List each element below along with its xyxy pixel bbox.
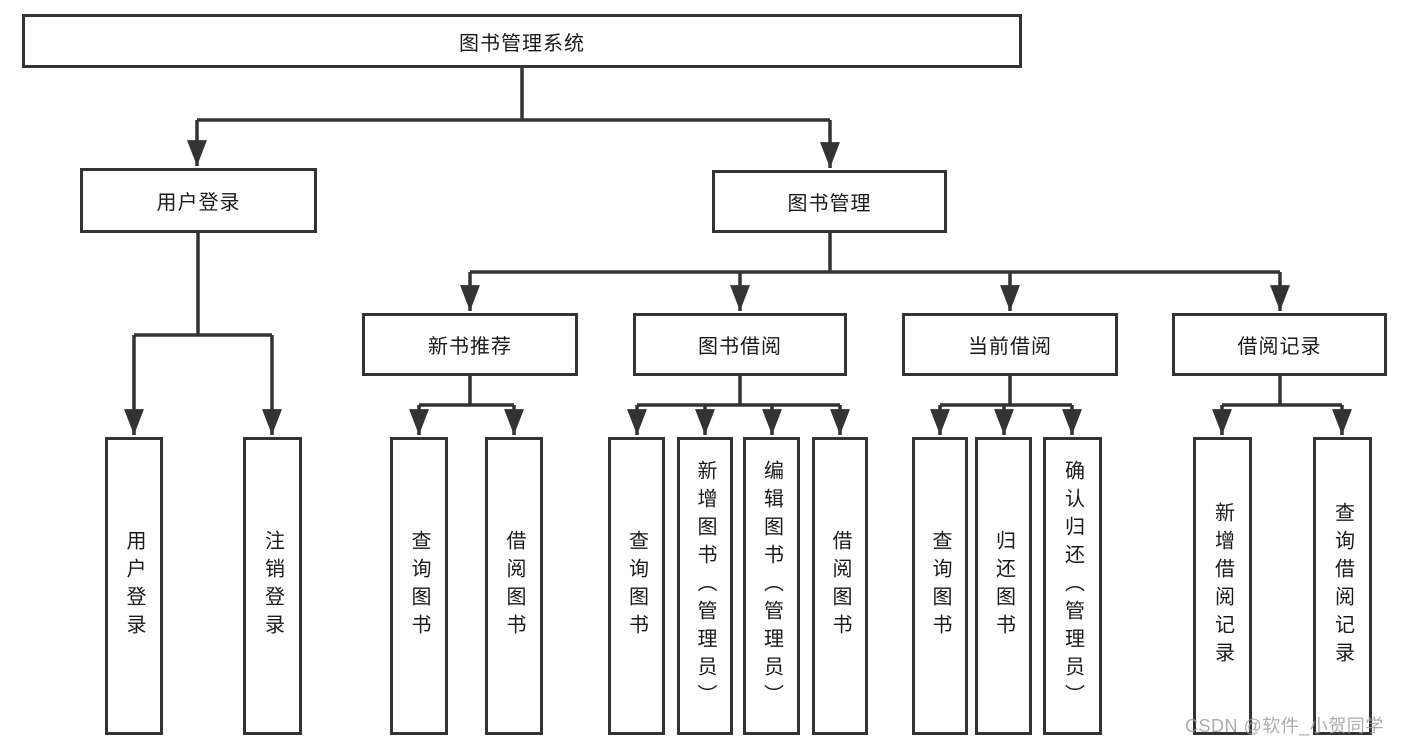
leaf-logout-label: 注销登录	[261, 530, 284, 642]
leaf-logout: 注销登录	[243, 437, 302, 735]
leaf-edit-books-admin: 编辑图书（管理员）	[743, 437, 800, 735]
leaf-borrow-books-label: 借阅图书	[829, 530, 851, 642]
leaf-query-books-borrowing: 查询图书	[608, 437, 665, 735]
node-current-borrowing-label: 当前借阅	[968, 336, 1052, 358]
leaf-query-books-recommend-label: 查询图书	[408, 530, 430, 642]
node-root-system: 图书管理系统	[22, 14, 1022, 68]
leaf-query-books-current-label: 查询图书	[929, 530, 951, 642]
node-book-borrowing: 图书借阅	[633, 313, 847, 376]
leaf-borrow-books: 借阅图书	[812, 437, 868, 735]
node-borrowing-records-label: 借阅记录	[1237, 336, 1322, 358]
leaf-borrow-books-recommend: 借阅图书	[485, 437, 543, 735]
watermark: CSDN @软件_小贺同学	[1185, 716, 1384, 736]
leaf-add-borrow-record-label: 新增借阅记录	[1211, 502, 1234, 670]
leaf-add-borrow-record: 新增借阅记录	[1193, 437, 1252, 735]
leaf-user-login-label: 用户登录	[123, 530, 145, 642]
leaf-edit-books-admin-label: 编辑图书（管理员）	[760, 460, 783, 712]
leaf-user-login: 用户登录	[105, 437, 163, 735]
leaf-confirm-return-admin: 确认归还（管理员）	[1043, 437, 1102, 735]
leaf-query-books-recommend: 查询图书	[390, 437, 448, 735]
leaf-query-borrow-record: 查询借阅记录	[1313, 437, 1372, 735]
leaf-return-books: 归还图书	[975, 437, 1032, 735]
node-borrowing-records: 借阅记录	[1172, 313, 1387, 376]
node-user-login: 用户登录	[80, 168, 317, 233]
leaf-confirm-return-admin-label: 确认归还（管理员）	[1061, 460, 1084, 712]
leaf-query-borrow-record-label: 查询借阅记录	[1331, 502, 1354, 670]
node-book-management-label: 图书管理	[787, 193, 872, 215]
leaf-add-books-admin-label: 新增图书（管理员）	[694, 460, 716, 712]
leaf-query-books-borrowing-label: 查询图书	[625, 530, 648, 642]
node-book-borrowing-label: 图书借阅	[698, 336, 782, 358]
node-new-book-recommend-label: 新书推荐	[428, 336, 512, 358]
leaf-add-books-admin: 新增图书（管理员）	[677, 437, 733, 735]
leaf-borrow-books-recommend-label: 借阅图书	[503, 530, 525, 642]
node-book-management: 图书管理	[712, 170, 947, 233]
node-user-login-label: 用户登录	[156, 192, 241, 214]
node-new-book-recommend: 新书推荐	[362, 313, 578, 376]
leaf-return-books-label: 归还图书	[992, 530, 1015, 642]
node-root-label: 图书管理系统	[459, 32, 585, 55]
node-current-borrowing: 当前借阅	[902, 313, 1118, 376]
leaf-query-books-current: 查询图书	[912, 437, 968, 735]
